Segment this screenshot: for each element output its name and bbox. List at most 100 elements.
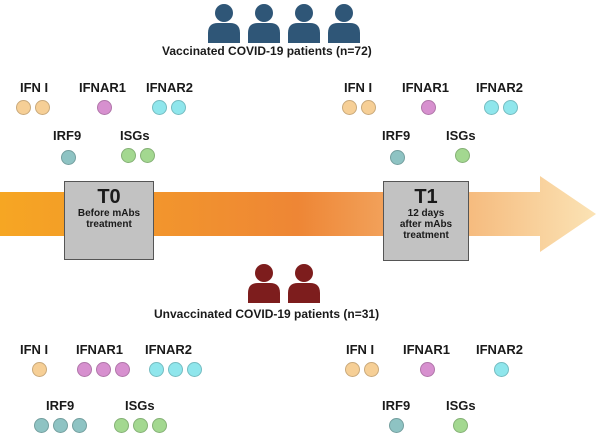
expression-dot: [152, 100, 167, 115]
unvacc-t1-irf9-label: IRF9: [382, 398, 411, 413]
timepoint-t0-label: T0: [97, 186, 121, 208]
timepoint-t1-box: T1 12 days after mAbs treatment: [383, 181, 469, 261]
expression-dot: [420, 362, 435, 377]
unvacc-t1-isgs-label: ISGs: [446, 398, 476, 413]
expression-dot: [364, 362, 379, 377]
vacc-t1-isgs-dots: [455, 148, 470, 163]
unvacc-t1-ifnar2-dots: [494, 362, 509, 377]
vacc-t0-ifn-i-dots: [16, 100, 50, 115]
expression-dot: [389, 418, 404, 433]
vacc-t0-ifnar1-dots: [97, 100, 112, 115]
expression-dot: [453, 418, 468, 433]
unvacc-t1-ifn-i-dots: [345, 362, 379, 377]
vacc-t0-ifnar2-label: IFNAR2: [146, 80, 193, 95]
unvacc-t1-irf9-dots: [389, 418, 404, 433]
timepoint-t1-desc-line1: 12 days: [407, 208, 445, 219]
expression-dot: [149, 362, 164, 377]
expression-dot: [503, 100, 518, 115]
vacc-t0-isgs-label: ISGs: [120, 128, 150, 143]
expression-dot: [96, 362, 111, 377]
unvacc-t1-ifn-i-label: IFN I: [346, 342, 375, 357]
vacc-t1-ifnar2-dots: [484, 100, 518, 115]
vacc-t0-irf9-dots: [61, 150, 76, 165]
expression-dot: [342, 100, 357, 115]
person-icon-head: [255, 264, 273, 282]
expression-dot: [121, 148, 136, 163]
expression-dot: [114, 418, 129, 433]
person-icon-body: [328, 23, 360, 43]
unvacc-t0-isgs-label: ISGs: [125, 398, 155, 413]
expression-dot: [34, 418, 49, 433]
timepoint-t0-box: T0 Before mAbs treatment: [64, 181, 154, 260]
unvaccinated-patients-icons: [248, 264, 320, 303]
vacc-t1-irf9-dots: [390, 150, 405, 165]
unvacc-t1-isgs-dots: [453, 418, 468, 433]
expression-dot: [72, 418, 87, 433]
vacc-t0-ifn-i-label: IFN I: [20, 80, 49, 95]
unvacc-t1-ifnar1-dots: [420, 362, 435, 377]
expression-dot: [484, 100, 499, 115]
unvacc-t0-ifnar2-label: IFNAR2: [145, 342, 192, 357]
expression-dot: [35, 100, 50, 115]
vacc-t1-isgs-label: ISGs: [446, 128, 476, 143]
person-icon-body: [208, 23, 240, 43]
vacc-t1-ifnar1-label: IFNAR1: [402, 80, 449, 95]
vacc-t1-ifnar2-label: IFNAR2: [476, 80, 523, 95]
person-icon-head: [295, 4, 313, 22]
expression-dot: [390, 150, 405, 165]
person-icon-body: [288, 23, 320, 43]
expression-dot: [361, 100, 376, 115]
vaccinated-cohort-title: Vaccinated COVID-19 patients (n=72): [162, 44, 372, 58]
unvacc-t0-ifn-i-label: IFN I: [20, 342, 49, 357]
timepoint-t1-desc-line2: after mAbs: [399, 219, 453, 230]
person-icon-body: [248, 283, 280, 303]
timepoint-t1-desc-line3: treatment: [403, 230, 449, 241]
unvacc-t0-irf9-label: IRF9: [46, 398, 75, 413]
vaccinated-patients-icons: [208, 4, 360, 43]
expression-dot: [53, 418, 68, 433]
vacc-t1-ifnar1-dots: [421, 100, 436, 115]
unvacc-t0-isgs-dots: [114, 418, 167, 433]
unvacc-t0-ifn-i-dots: [32, 362, 47, 377]
unvacc-t0-ifnar2-dots: [149, 362, 202, 377]
vacc-t0-ifnar1-label: IFNAR1: [79, 80, 126, 95]
unvacc-t0-ifnar1-label: IFNAR1: [76, 342, 123, 357]
person-icon-body: [288, 283, 320, 303]
expression-dot: [133, 418, 148, 433]
unvacc-t0-irf9-dots: [34, 418, 87, 433]
expression-dot: [455, 148, 470, 163]
expression-dot: [77, 362, 92, 377]
expression-dot: [32, 362, 47, 377]
vacc-t1-irf9-label: IRF9: [382, 128, 411, 143]
unvacc-t1-ifnar1-label: IFNAR1: [403, 342, 450, 357]
unvacc-t1-ifnar2-label: IFNAR2: [476, 342, 523, 357]
expression-dot: [168, 362, 183, 377]
expression-dot: [421, 100, 436, 115]
vacc-t0-isgs-dots: [121, 148, 155, 163]
vacc-t0-ifnar2-dots: [152, 100, 186, 115]
timepoint-t0-desc-line2: treatment: [86, 219, 132, 230]
vacc-t1-ifn-i-label: IFN I: [344, 80, 373, 95]
timepoint-t1-label: T1: [414, 186, 438, 208]
person-icon-head: [215, 4, 233, 22]
person-icon-head: [335, 4, 353, 22]
vacc-t0-irf9-label: IRF9: [53, 128, 82, 143]
vacc-t1-ifn-i-dots: [342, 100, 376, 115]
expression-dot: [115, 362, 130, 377]
expression-dot: [187, 362, 202, 377]
expression-dot: [345, 362, 360, 377]
expression-dot: [16, 100, 31, 115]
expression-dot: [494, 362, 509, 377]
unvacc-t0-ifnar1-dots: [77, 362, 130, 377]
expression-dot: [61, 150, 76, 165]
expression-dot: [97, 100, 112, 115]
timepoint-t0-desc-line1: Before mAbs: [77, 208, 141, 219]
expression-dot: [140, 148, 155, 163]
person-icon-head: [255, 4, 273, 22]
expression-dot: [152, 418, 167, 433]
expression-dot: [171, 100, 186, 115]
unvaccinated-cohort-title: Unvaccinated COVID-19 patients (n=31): [154, 307, 380, 321]
person-icon-head: [295, 264, 313, 282]
person-icon-body: [248, 23, 280, 43]
